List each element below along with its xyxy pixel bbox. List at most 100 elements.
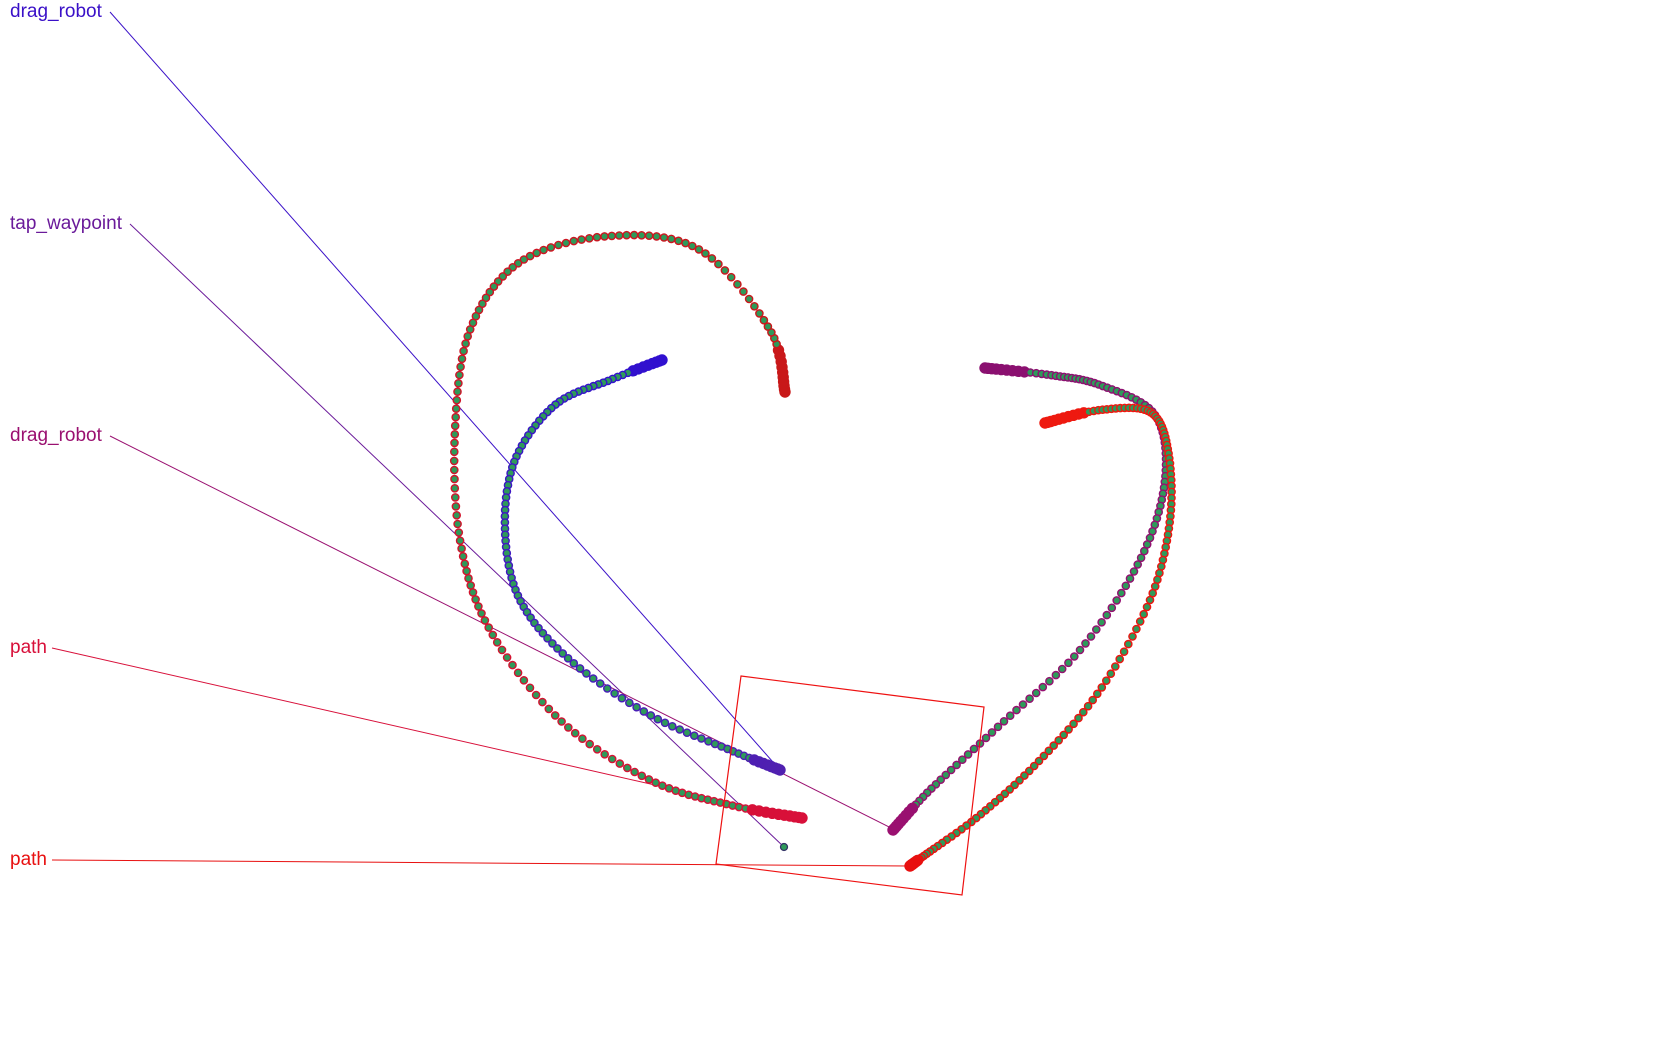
trajectory-point <box>1069 719 1078 729</box>
trajectory-point <box>623 763 632 773</box>
trajectory-point <box>1075 645 1085 655</box>
trajectories <box>449 230 1176 872</box>
trajectory-point <box>464 574 473 583</box>
trajectory-point <box>508 660 517 670</box>
trajectory-point <box>688 241 697 251</box>
trajectory-point <box>553 644 562 653</box>
trajectory-point <box>450 438 459 448</box>
trajectory-point <box>667 234 676 244</box>
trajectory-point <box>1005 711 1015 721</box>
label-path-2[interactable]: path <box>10 849 47 870</box>
trajectory-point <box>449 447 459 457</box>
trajectory-point <box>460 559 470 569</box>
trajectory-point <box>697 734 706 743</box>
trajectory-point <box>457 354 467 364</box>
trajectory-point <box>1079 707 1088 717</box>
trajectory-point <box>1045 676 1054 686</box>
trajectory-point <box>1064 658 1073 668</box>
trajectory-point <box>637 771 647 781</box>
trajectory-point <box>733 279 742 289</box>
trajectory-point <box>1112 596 1121 605</box>
trajectory-point <box>544 704 554 714</box>
label-path-1[interactable]: path <box>10 637 47 658</box>
trajectory-point <box>622 230 631 240</box>
trajectory-point <box>459 346 468 356</box>
tap-waypoint-marker[interactable] <box>779 842 789 852</box>
trajectory-point <box>1107 603 1117 613</box>
trajectory-point <box>525 683 535 693</box>
trajectory-point <box>1029 761 1039 771</box>
trajectory-point <box>796 812 808 824</box>
trajectory-point <box>690 731 699 741</box>
trajectory-point <box>668 722 677 731</box>
trajectory-point <box>592 745 602 754</box>
trajectory-point <box>646 711 656 720</box>
trajectory-point <box>575 664 585 673</box>
trajectory-point <box>726 272 736 282</box>
trajectory-point <box>744 294 754 304</box>
trajectory-point <box>531 690 541 700</box>
trajectory-point <box>674 236 683 246</box>
trajectory-point <box>987 728 997 737</box>
trajectory-point <box>564 723 573 732</box>
trajectory-point <box>450 493 460 502</box>
trajectory-point <box>451 412 461 422</box>
trajectory-point <box>1117 588 1126 598</box>
trajectory-point <box>625 698 634 708</box>
trajectory-point <box>660 718 670 728</box>
trajectory-point <box>610 689 619 698</box>
path-stroke-outer-right[interactable] <box>904 403 1176 872</box>
trajectory-point <box>1038 682 1048 692</box>
trajectory-point <box>570 728 580 738</box>
label-drag-robot-2[interactable]: drag_robot <box>10 425 102 446</box>
label-drag-robot-1[interactable]: drag_robot <box>10 1 102 22</box>
trajectory-point <box>1125 574 1135 583</box>
drag-robot-stroke-right-purple[interactable] <box>887 362 1171 836</box>
trajectory-point <box>452 510 462 520</box>
trajectory-point <box>484 623 494 632</box>
trajectory-point <box>595 679 605 688</box>
trajectory-point <box>538 628 548 638</box>
trajectory-point <box>569 659 579 668</box>
trajectory-point <box>474 602 483 611</box>
trajectory-point <box>630 767 639 777</box>
trajectory-point <box>1133 560 1142 569</box>
trajectory-point <box>603 684 612 693</box>
trajectory-point <box>682 728 692 738</box>
trajectory-point <box>532 248 542 258</box>
path-stroke-outer-left[interactable] <box>449 230 808 824</box>
trajectory-point <box>1140 546 1149 556</box>
trajectory-point <box>466 581 476 590</box>
trajectory-point <box>538 697 547 707</box>
trajectory-point <box>1129 567 1139 576</box>
trajectory-point <box>585 739 595 749</box>
trajectory-point <box>999 717 1009 726</box>
selection-box[interactable] <box>715 675 985 896</box>
trajectory-point <box>600 232 609 241</box>
trajectory-point <box>519 255 529 264</box>
trajectory-point <box>963 750 973 759</box>
drag-robot-stroke-inner-left[interactable] <box>500 354 786 776</box>
trajectory-point <box>607 754 617 764</box>
leader-lines <box>51 11 911 867</box>
trajectory-point <box>585 233 594 243</box>
label-tap-waypoint[interactable]: tap_waypoint <box>10 213 122 234</box>
trajectory-point <box>1034 756 1044 766</box>
trajectory-point <box>450 483 460 493</box>
trajectory-point <box>1132 624 1141 634</box>
trajectory-point <box>455 370 464 380</box>
trajectory-point <box>1124 639 1133 649</box>
trajectory-point <box>1121 581 1131 591</box>
trajectory-point <box>449 456 459 466</box>
trajectory-point <box>629 230 639 240</box>
trajectory-point <box>941 770 951 780</box>
trajectory-point <box>969 744 979 754</box>
trajectory-point <box>456 362 465 372</box>
trajectory-point <box>1031 688 1041 698</box>
trajectory-point <box>614 231 624 240</box>
trajectory-point <box>1086 632 1096 641</box>
trajectory-point <box>1097 618 1106 627</box>
trajectory-point <box>659 233 669 242</box>
